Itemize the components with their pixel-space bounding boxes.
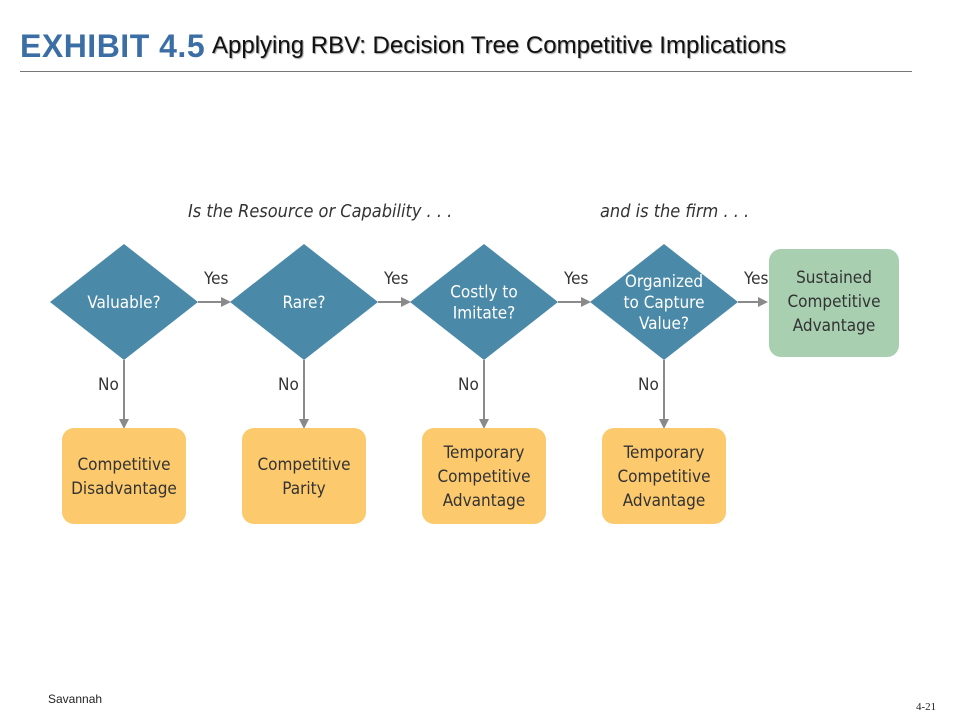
outcome-label: Advantage [443,491,525,511]
final-outcome-shape [769,249,899,357]
decision-diamond [590,244,738,360]
decision-label: to Capture [624,293,705,313]
question-prefix: Is the Resource or Capability . . . [188,201,452,222]
yes-label: Yes [383,269,408,289]
yes-label: Yes [743,269,768,289]
decision-label: Costly to [450,282,518,302]
decision-label: Imitate? [453,303,516,323]
footer-author: Savannah [48,692,103,706]
outcome-shape [62,428,186,524]
outcome-shape [602,428,726,524]
decision-label: Rare? [282,293,325,313]
final-outcome-label: Advantage [793,316,875,336]
decision-label: Organized [625,272,703,292]
decision-diamond [230,244,378,360]
slide-title: Applying RBV: Decision Tree Competitive … [212,32,787,59]
outcome-label: Temporary [443,443,525,463]
outcome-shape [242,428,366,524]
no-label: No [98,375,119,395]
exhibit-label: EXHIBIT 4.5 [20,28,206,64]
outcome-label: Advantage [623,491,705,511]
decision-rare: Rare? [230,244,378,360]
decision-label: Value? [639,314,689,334]
outcome-label: Temporary [623,443,705,463]
slide-number: 4-21 [916,701,937,713]
outcome-label: Disadvantage [71,479,177,499]
title-divider [20,71,912,72]
outcome-label: Competitive [77,455,170,475]
decision-diamond [50,244,198,360]
yes-label: Yes [563,269,588,289]
yes-label: Yes [203,269,228,289]
outcome-label: Competitive [617,467,710,487]
no-label: No [458,375,479,395]
outcome-label: Competitive [257,455,350,475]
decision-label: Valuable? [87,293,160,313]
no-label: No [638,375,659,395]
decision-diamond [410,244,558,360]
no-label: No [278,375,299,395]
firm-prefix: and is the firm . . . [600,201,749,222]
final-outcome-label: Sustained [796,268,872,288]
outcome-label: Competitive [437,467,530,487]
outcome-label: Parity [282,479,325,499]
decision-valuable: Valuable? [50,244,198,360]
final-outcome-label: Competitive [787,292,880,312]
outcome-shape [422,428,546,524]
